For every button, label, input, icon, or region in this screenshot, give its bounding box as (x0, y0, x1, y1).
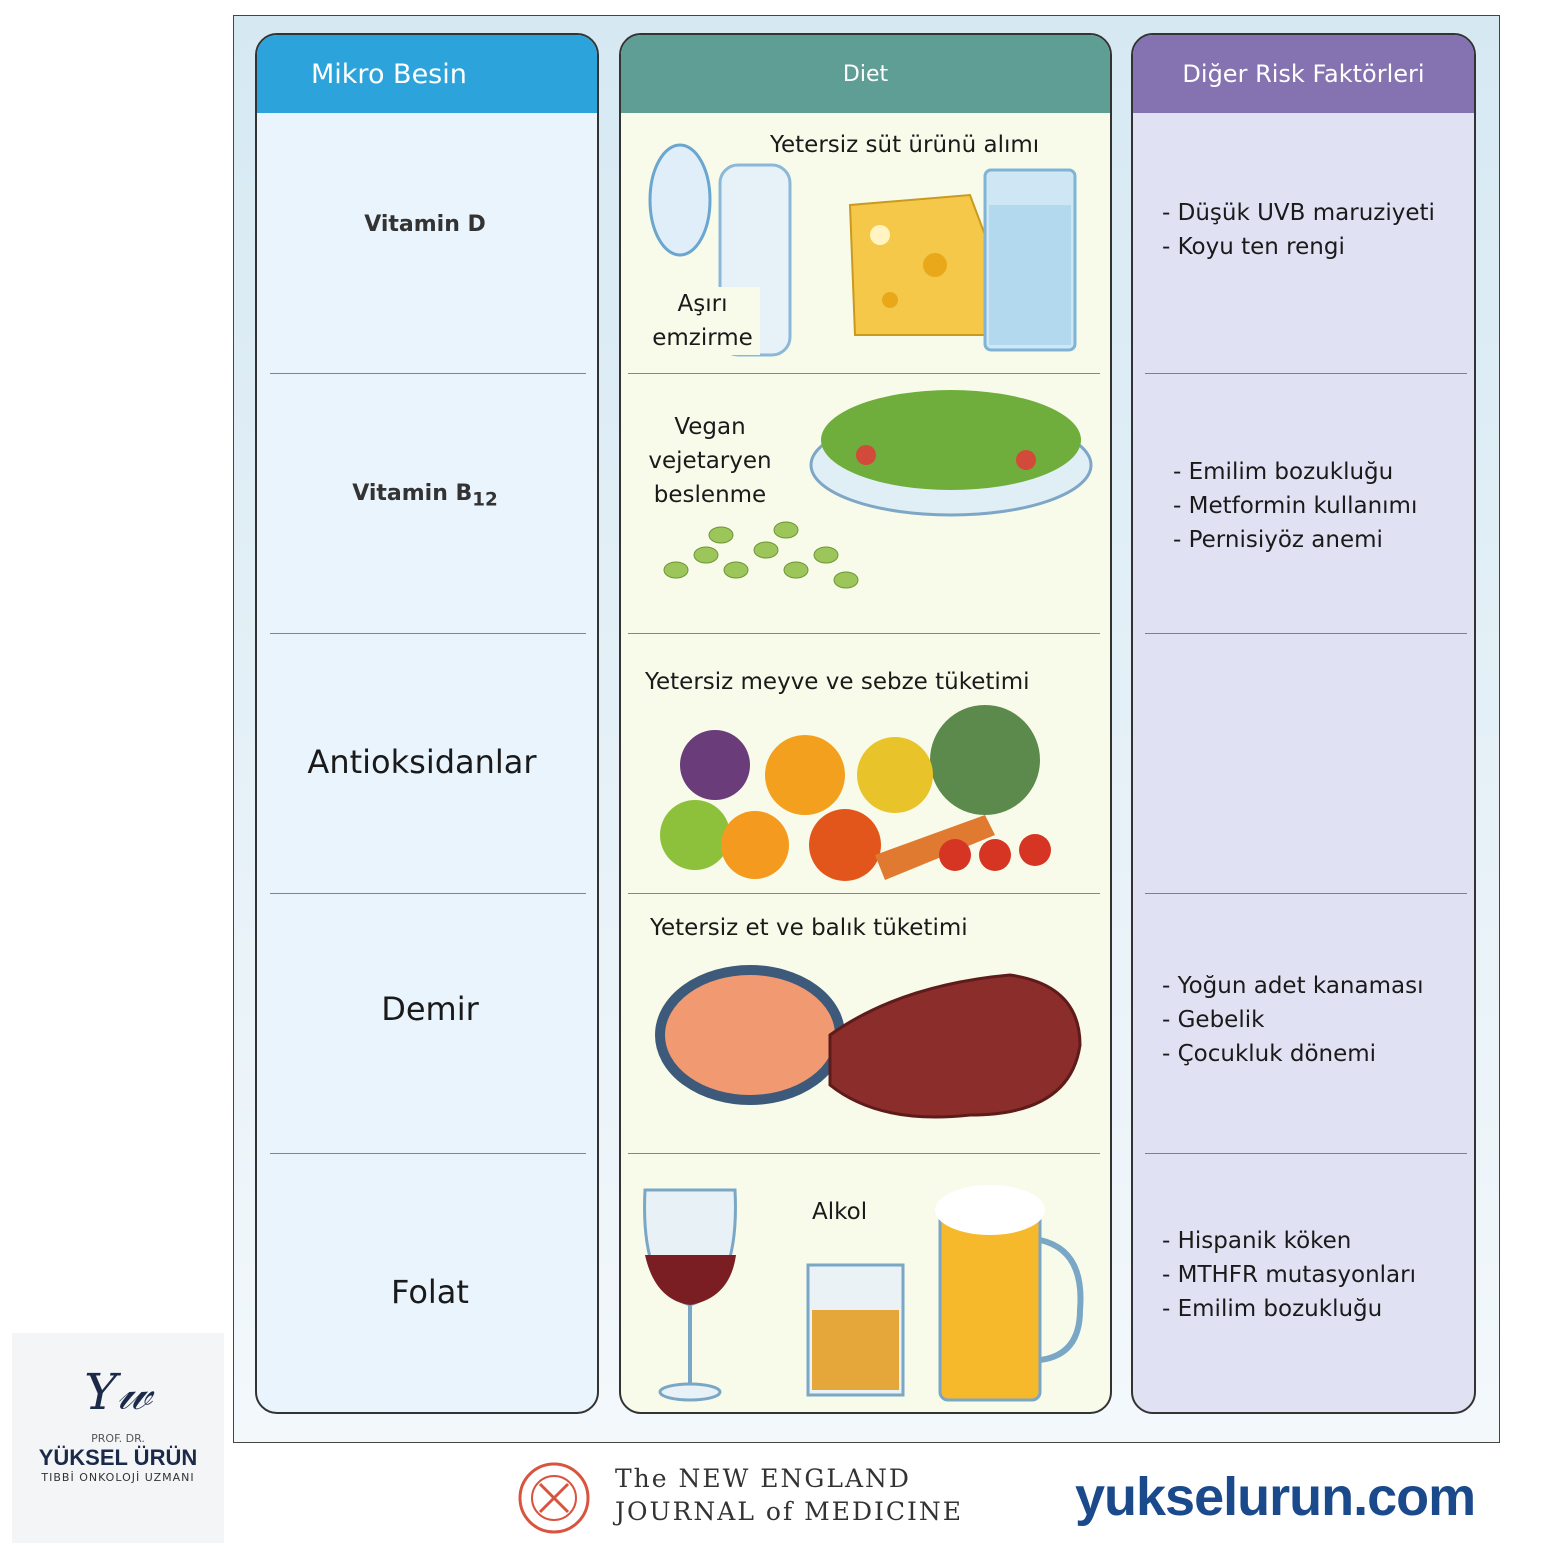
dairy-illustration (648, 143, 1077, 357)
column-micronutrient: Mikro Besin (255, 33, 599, 1414)
diet-text: Yetersiz et ve balık tüketimi (650, 915, 968, 941)
nutrient-folate: Folat (391, 1273, 469, 1311)
risk-item: - Emilim bozukluğu (1173, 459, 1394, 485)
row-divider (628, 633, 1100, 634)
journal-line1: The NEW ENGLAND (615, 1464, 911, 1493)
header-diet: Diet (621, 35, 1110, 113)
risk-item: - Çocukluk dönemi (1162, 1041, 1377, 1067)
row-divider (1145, 1153, 1467, 1154)
risk-item: - Yoğun adet kanaması (1162, 973, 1424, 999)
row-divider (270, 1153, 586, 1154)
risk-list-iron: - Yoğun adet kanaması - Gebelik - Çocukl… (1162, 969, 1423, 1071)
risk-item: - Düşük UVB maruziyeti (1162, 200, 1435, 226)
column-other-risks: Diğer Risk Faktörleri (1131, 33, 1476, 1414)
logo-name: YÜKSEL ÜRÜN (38, 1445, 198, 1470)
nejm-seal-icon (518, 1462, 590, 1534)
nejm-logo: The NEW ENGLAND JOURNAL of MEDICINE (615, 1462, 963, 1528)
nutrient-label: Vitamin B (352, 481, 473, 506)
alcohol-illustration (643, 1185, 1084, 1402)
nutrient-subscript: 12 (472, 489, 498, 511)
risk-list-vitamin-d: - Düşük UVB maruziyeti - Koyu ten rengi (1162, 196, 1435, 264)
row-divider (628, 1153, 1100, 1154)
risk-item: - Gebelik (1162, 1007, 1265, 1033)
diet-text: Vegan vejetaryen beslenme (648, 414, 772, 508)
risk-list-folate: - Hispanik köken - MTHFR mutasyonları - … (1162, 1224, 1416, 1326)
journal-line2: JOURNAL of MEDICINE (615, 1497, 964, 1526)
risk-list-vitamin-b12: - Emilim bozukluğu - Metformin kullanımı… (1173, 455, 1417, 557)
fruits-vegetables-illustration (660, 705, 1051, 881)
nutrient-antioxidants: Antioksidanlar (307, 743, 537, 781)
logo-subtitle: TIBBİ ONKOLOJİ UZMANI (41, 1471, 195, 1484)
row-divider (270, 893, 586, 894)
row-divider (628, 893, 1100, 894)
diet-text: Alkol (812, 1199, 868, 1225)
risk-item: - Emilim bozukluğu (1162, 1296, 1383, 1322)
diet-text: Aşırı emzirme (645, 287, 760, 355)
fish-meat-illustration (655, 965, 1082, 1119)
diet-text: Yetersiz meyve ve sebze tüketimi (645, 669, 1030, 695)
risk-item: - Metformin kullanımı (1173, 493, 1418, 519)
row-divider (1145, 633, 1467, 634)
header-other-risks: Diğer Risk Faktörleri (1133, 35, 1474, 113)
header-micronutrient: Mikro Besin (257, 35, 597, 113)
monogram-logo: Y𝓌 (84, 1363, 152, 1421)
row-divider (270, 373, 586, 374)
row-divider (1145, 893, 1467, 894)
risk-item: - MTHFR mutasyonları (1162, 1262, 1416, 1288)
nutrient-vitamin-d: Vitamin D (364, 212, 486, 237)
nutrient-iron: Demir (381, 990, 479, 1028)
risk-item: - Koyu ten rengi (1162, 234, 1345, 260)
vegetables-beans-illustration (663, 390, 1093, 589)
risk-item: - Pernisiyöz anemi (1173, 527, 1383, 553)
row-divider (628, 373, 1100, 374)
logo-title: PROF. DR. (91, 1432, 145, 1445)
diet-text: Yetersiz süt ürünü alımı (770, 132, 1040, 158)
row-divider (1145, 373, 1467, 374)
risk-item: - Hispanik köken (1162, 1228, 1352, 1254)
website-link[interactable]: yukselurun.com (1075, 1467, 1476, 1527)
row-divider (270, 633, 586, 634)
brand-logo: Y𝓌 PROF. DR. YÜKSEL ÜRÜN TIBBİ ONKOLOJİ … (12, 1333, 224, 1543)
nutrient-vitamin-b12: Vitamin B12 (275, 481, 575, 510)
